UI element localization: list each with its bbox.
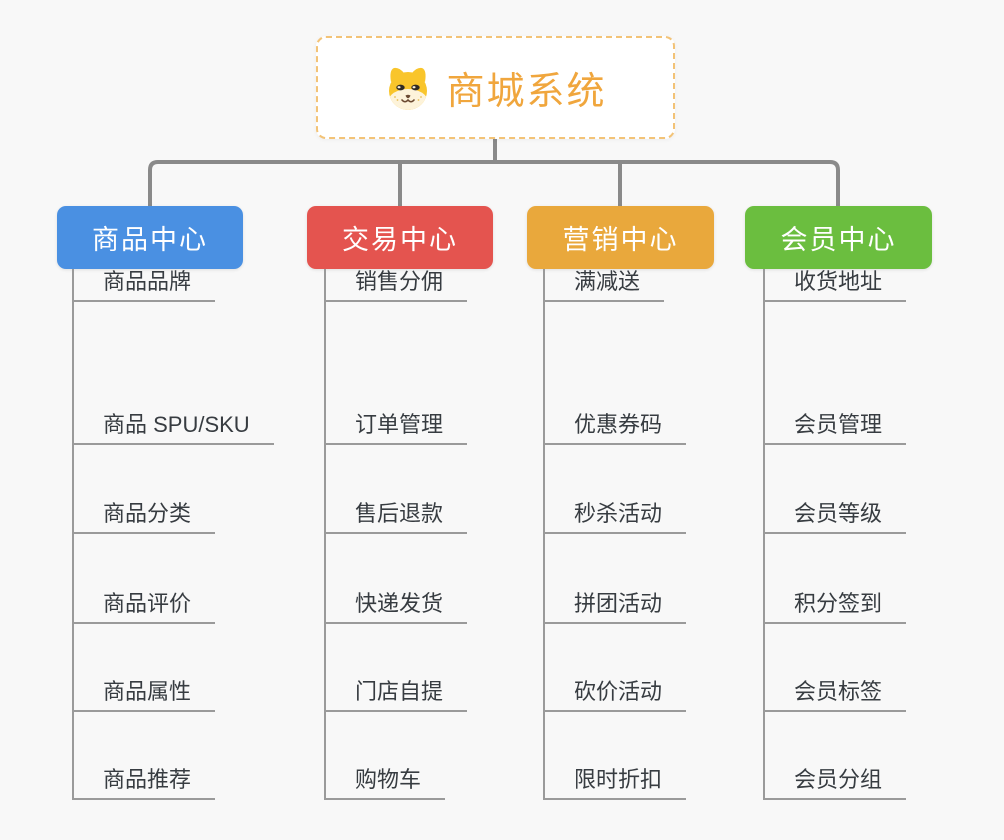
- branch-box-marketing-center[interactable]: 营销中心: [527, 206, 714, 269]
- leaf-node[interactable]: 会员管理: [763, 412, 907, 445]
- branch-spine: [543, 269, 545, 800]
- leaf-node[interactable]: 商品推荐: [72, 767, 216, 800]
- leaf-node[interactable]: 商品品牌: [72, 269, 216, 302]
- leaf-node[interactable]: 会员分组: [763, 767, 907, 800]
- leaf-node[interactable]: 收货地址: [763, 269, 907, 302]
- root-node[interactable]: 商城系统: [316, 36, 675, 139]
- leaf-node[interactable]: 商品评价: [72, 591, 216, 624]
- leaf-node[interactable]: 快递发货: [324, 591, 468, 624]
- leaf-node[interactable]: 满减送: [543, 269, 665, 302]
- leaf-node[interactable]: 秒杀活动: [543, 501, 687, 534]
- leaf-node[interactable]: 积分签到: [763, 591, 907, 624]
- leaf-node[interactable]: 商品属性: [72, 679, 216, 712]
- leaf-node[interactable]: 门店自提: [324, 679, 468, 712]
- branch-box-member-center[interactable]: 会员中心: [745, 206, 932, 269]
- leaf-node[interactable]: 销售分佣: [324, 269, 468, 302]
- leaf-node[interactable]: 会员标签: [763, 679, 907, 712]
- branch-label: 商品中心: [92, 225, 208, 255]
- branch-label: 营销中心: [562, 225, 679, 255]
- branch-box-goods-center[interactable]: 商品中心: [57, 206, 243, 269]
- branch-box-trade-center[interactable]: 交易中心: [307, 206, 493, 269]
- branch-rail-line: [148, 160, 840, 206]
- leaf-node[interactable]: 售后退款: [324, 501, 468, 534]
- leaf-node[interactable]: 商品分类: [72, 501, 216, 534]
- leaf-node[interactable]: 会员等级: [763, 501, 907, 534]
- branch-spine: [72, 269, 74, 800]
- branch-label: 交易中心: [342, 225, 458, 255]
- leaf-node[interactable]: 购物车: [324, 767, 446, 800]
- root-title: 商城系统: [446, 71, 607, 113]
- leaf-node[interactable]: 订单管理: [324, 412, 468, 445]
- leaf-node[interactable]: 限时折扣: [543, 767, 687, 800]
- leaf-node[interactable]: 砍价活动: [543, 679, 687, 712]
- leaf-node[interactable]: 拼团活动: [543, 591, 687, 624]
- branch-spine: [324, 269, 326, 800]
- branch-label: 会员中心: [780, 225, 897, 255]
- leaf-node[interactable]: 商品 SPU/SKU: [72, 412, 274, 445]
- leaf-node[interactable]: 优惠券码: [543, 412, 687, 445]
- branch-spine: [763, 269, 765, 800]
- dog-face-icon: [389, 67, 428, 110]
